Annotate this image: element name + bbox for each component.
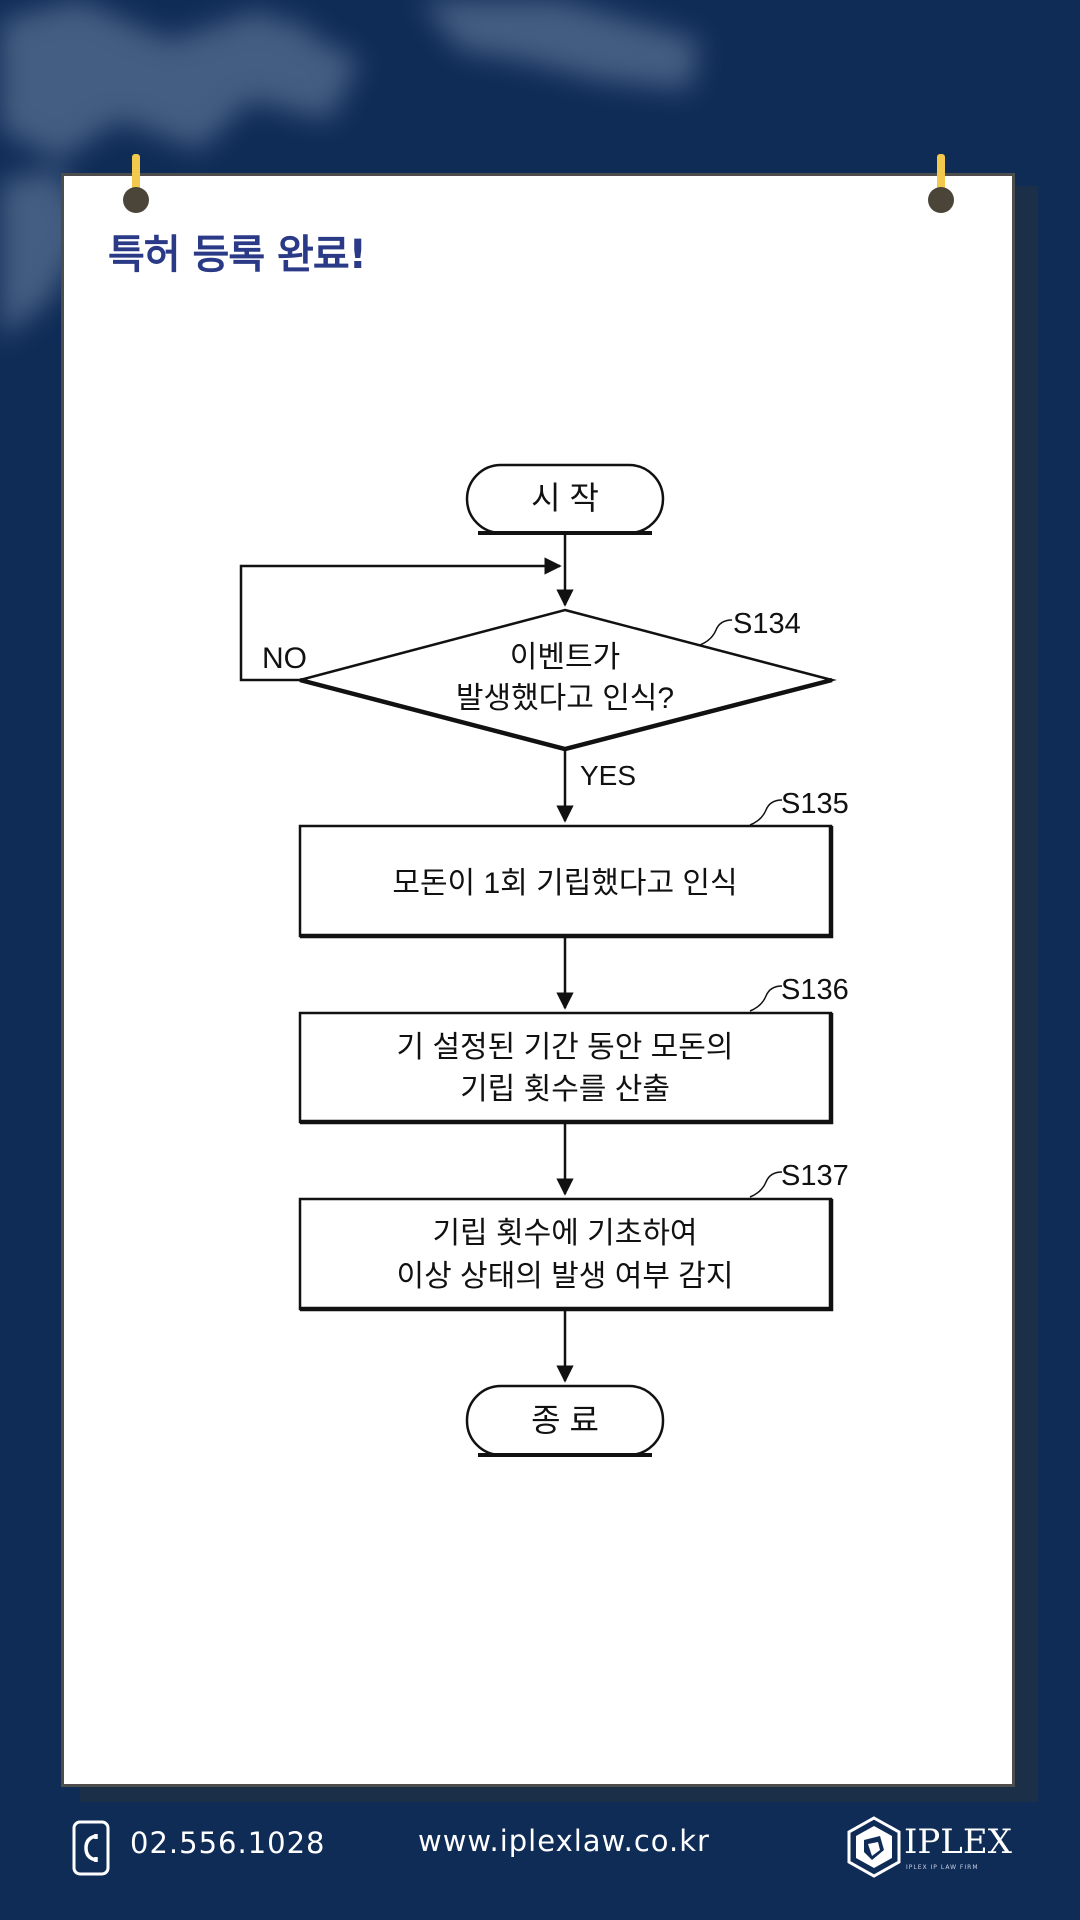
step-label-s135: S135 (781, 788, 849, 820)
phone-number[interactable]: 02.556.1028 (130, 1826, 326, 1860)
decision-text-line2: 발생했다고 인식? (456, 682, 674, 715)
leaf-background-decoration (0, 0, 700, 340)
yes-label: YES (580, 760, 636, 791)
end-label: 종 료 (531, 1402, 599, 1438)
iplex-logo-text: IPLEX (904, 1822, 1012, 1862)
notice-card (61, 173, 1015, 1787)
s136-text-line1: 기 설정된 기간 동안 모돈의 (397, 1031, 734, 1064)
no-label: NO (262, 642, 307, 675)
s137-text-line2: 이상 상태의 발생 여부 감지 (397, 1260, 734, 1293)
step-label-s137: S137 (781, 1160, 849, 1192)
start-label: 시 작 (531, 480, 599, 516)
page-title: 특허 등록 완료! (108, 232, 367, 278)
step-label-s134: S134 (733, 608, 801, 640)
website-link[interactable]: www.iplexlaw.co.kr (418, 1824, 710, 1858)
phone-icon (72, 1820, 110, 1876)
s136-text-line2: 기립 횟수를 산출 (460, 1073, 670, 1106)
step-label-s136: S136 (781, 974, 849, 1006)
decision-text-line1: 이벤트가 (510, 641, 620, 674)
s137-text-line1: 기립 횟수에 기초하여 (432, 1217, 697, 1250)
iplex-logo-subtext: IPLEX IP LAW FIRM (906, 1864, 979, 1871)
pin-icon (928, 154, 954, 213)
iplex-logo-icon (847, 1816, 901, 1878)
pin-icon (123, 154, 149, 213)
s135-text: 모돈이 1회 기립했다고 인식 (392, 867, 737, 900)
